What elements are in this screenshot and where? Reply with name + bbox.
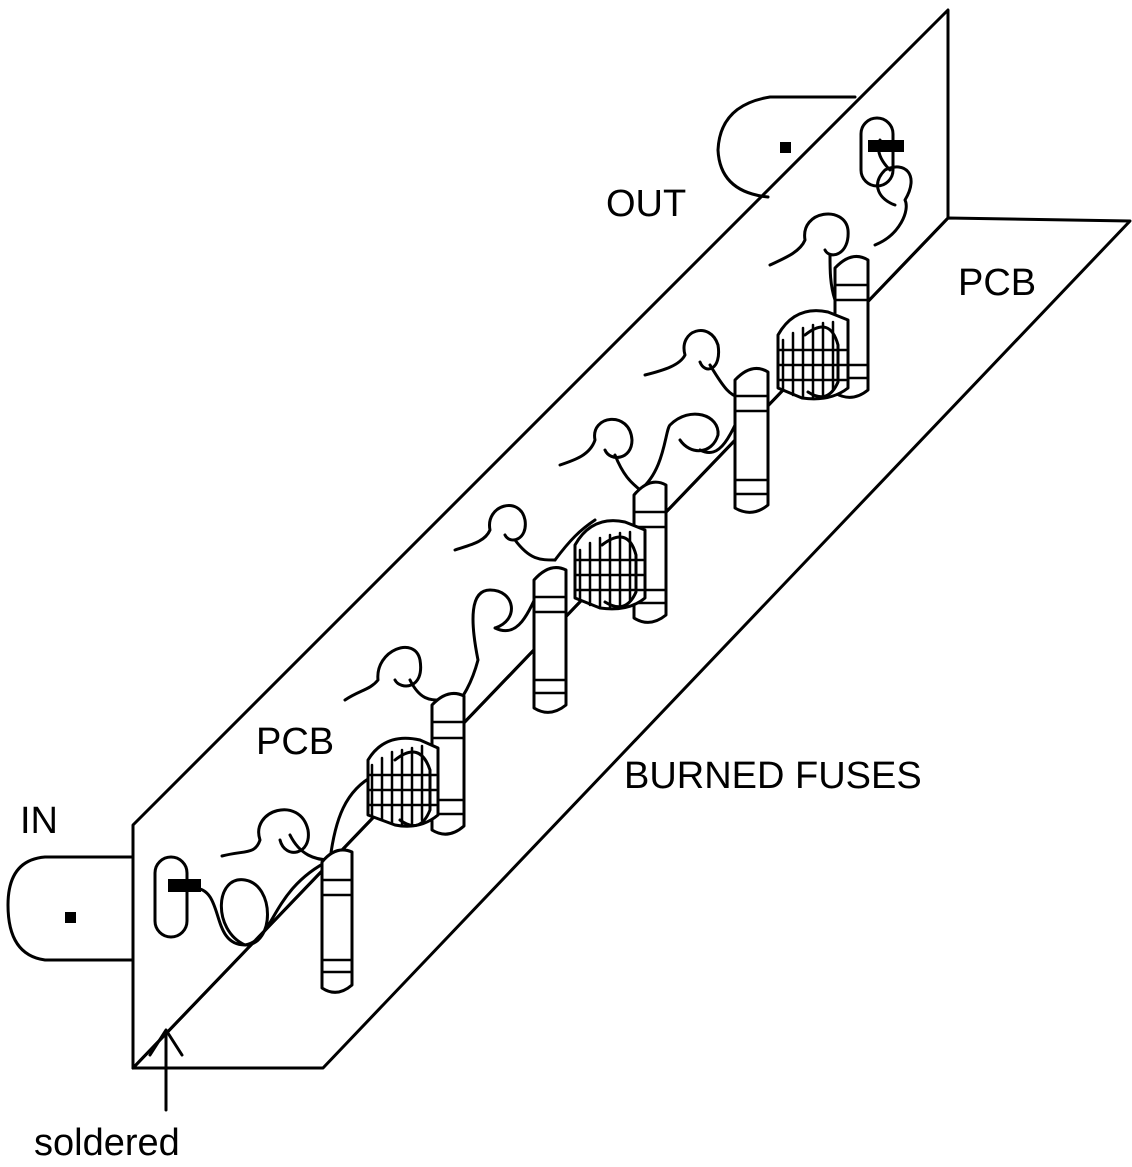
fuse-1 — [320, 848, 354, 994]
burned-fuse-cluster-1 — [366, 736, 440, 828]
out-label: OUT — [606, 183, 686, 225]
in-connector — [6, 855, 135, 962]
pcb-label-lower: PCB — [256, 721, 334, 763]
fuse-5 — [733, 366, 770, 514]
in-terminal — [153, 855, 201, 939]
soldered-arrow — [148, 1028, 184, 1112]
in-label: IN — [20, 800, 58, 842]
soldered-label: soldered — [34, 1122, 180, 1164]
burned-fuse-cluster-2 — [573, 519, 647, 611]
burned-fuse-cluster-3 — [776, 309, 850, 401]
pcb-label-upper: PCB — [958, 262, 1036, 304]
burned-fuses-label: BURNED FUSES — [624, 755, 922, 797]
fuse-3 — [532, 566, 568, 714]
out-connector — [716, 95, 857, 199]
fuse-2 — [430, 692, 466, 836]
wire-loops — [193, 138, 913, 947]
